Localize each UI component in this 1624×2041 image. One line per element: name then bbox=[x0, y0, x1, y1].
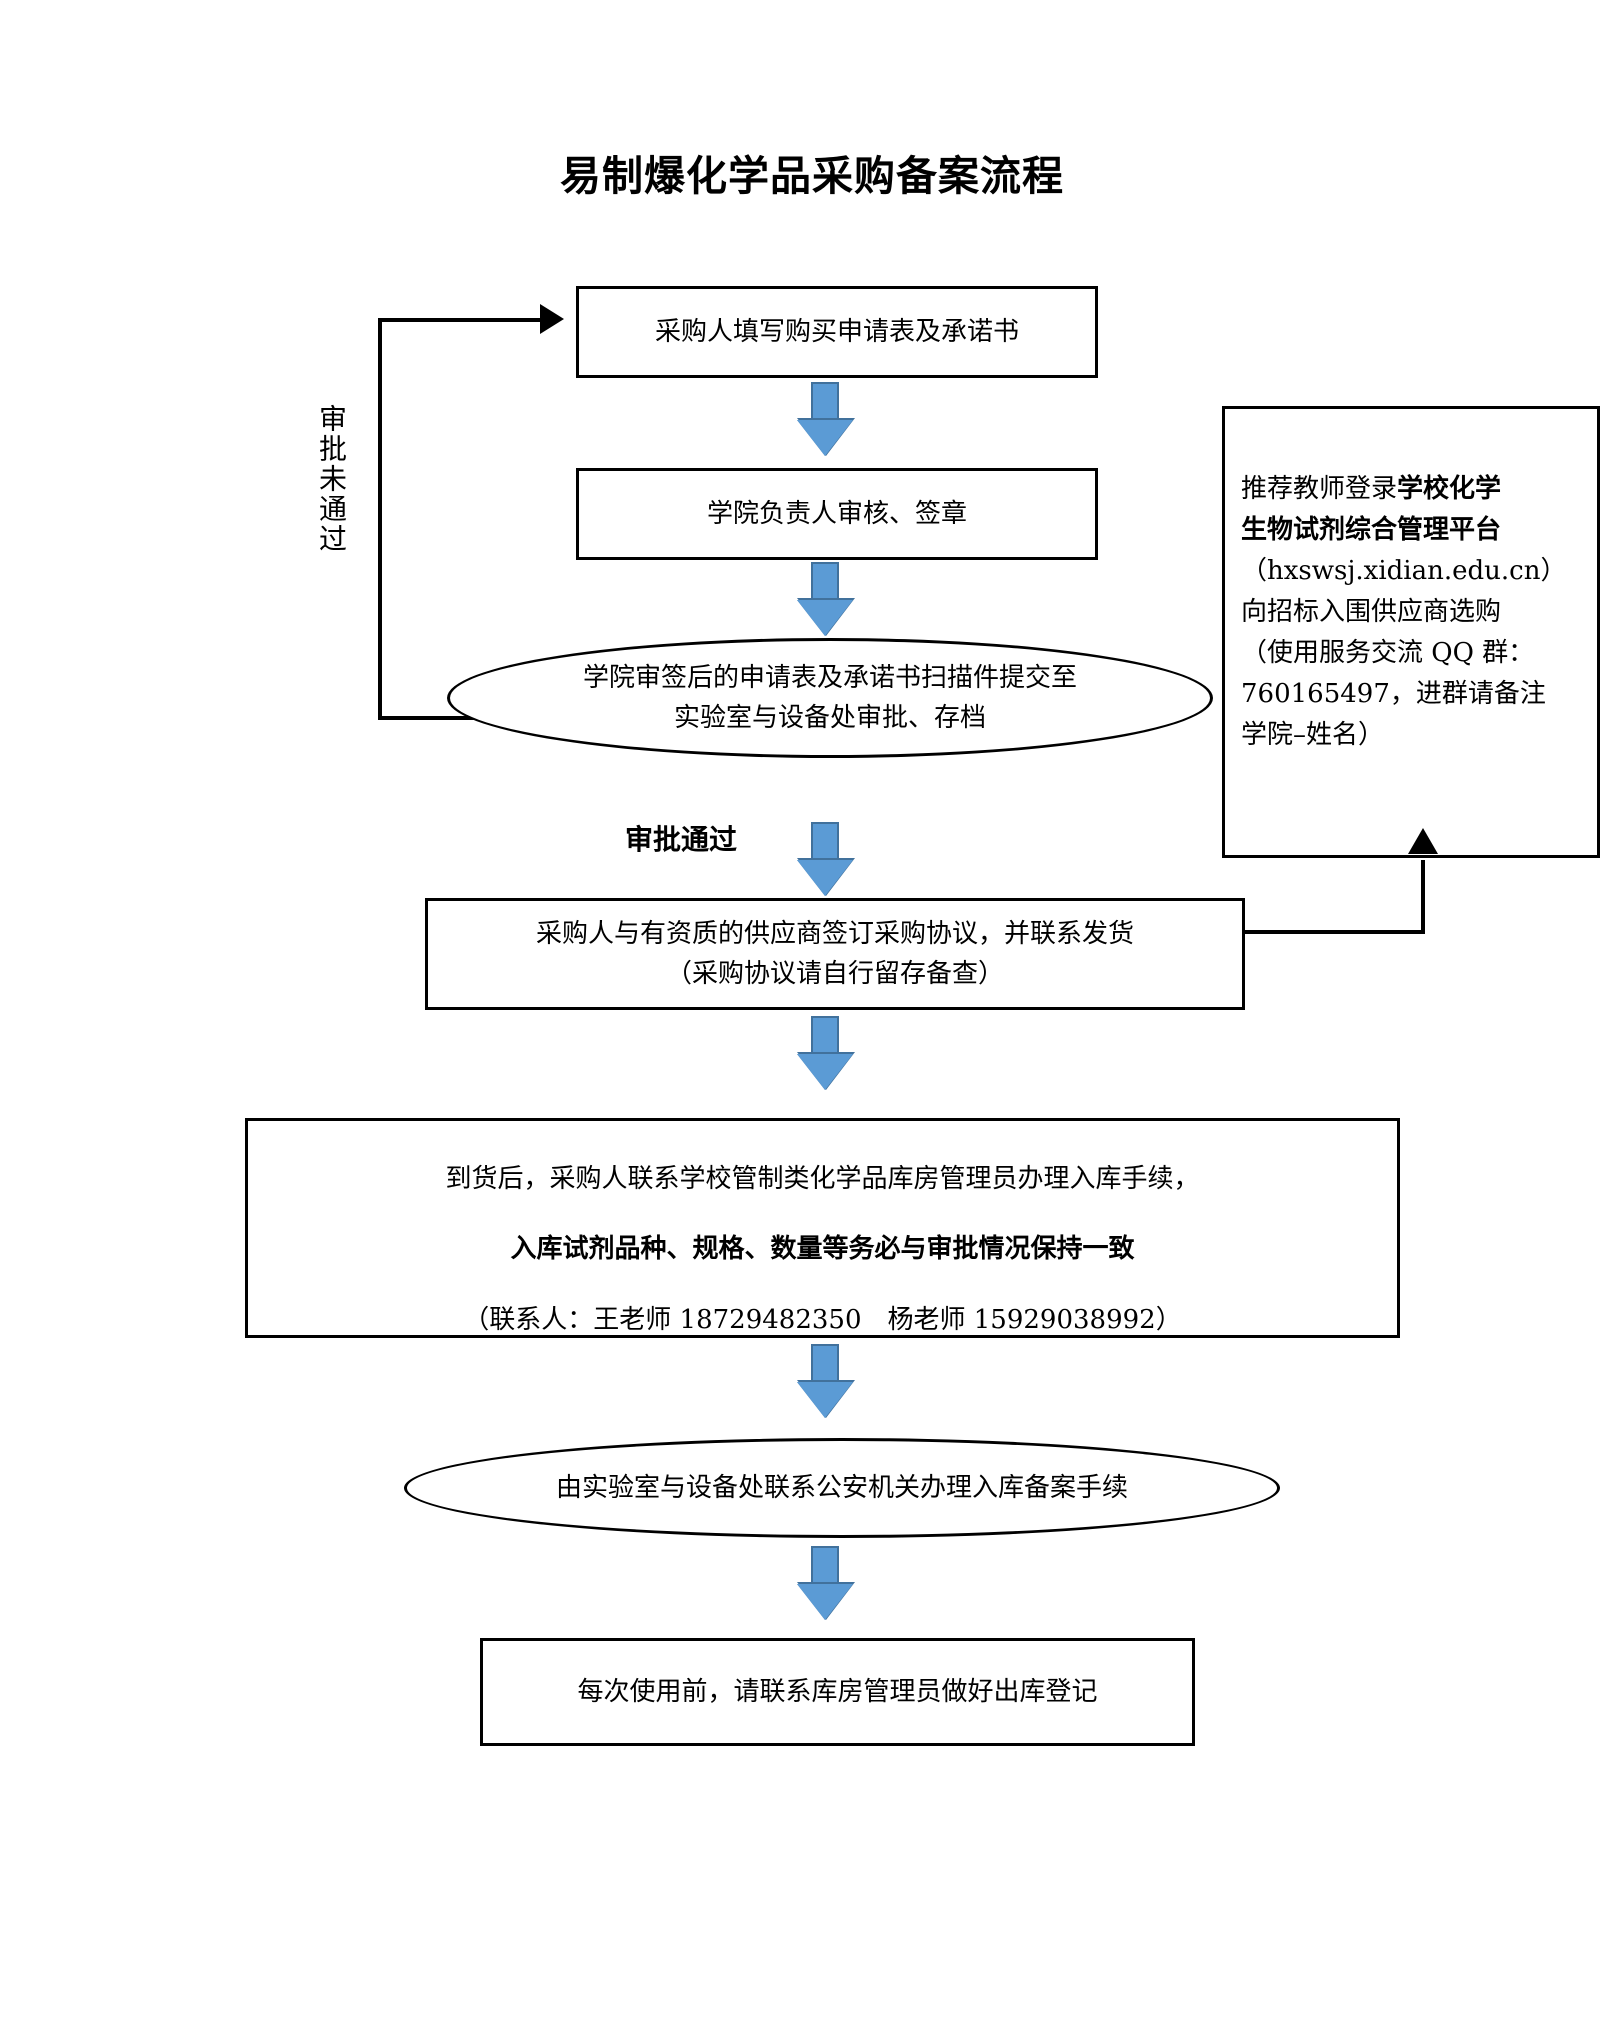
node-stock-contacts: （联系人：王老师 18729482350 杨老师 15929038992） bbox=[463, 1304, 1182, 1335]
node-submit-line-1: 学院审签后的申请表及承诺书扫描件提交至 bbox=[582, 662, 1077, 693]
platform-connector-vertical-line bbox=[1421, 860, 1425, 934]
node-submit-line-2: 实验室与设备处审批、存档 bbox=[673, 703, 986, 733]
reject-loop-vertical-line bbox=[378, 318, 382, 720]
platform-connector-arrowhead-icon bbox=[1408, 828, 1438, 854]
page-title: 易制爆化学品采购备案流程 bbox=[560, 152, 1064, 200]
arrow-down-icon bbox=[797, 1344, 855, 1418]
node-college-review[interactable]: 学院负责人审核、签章 bbox=[576, 468, 1098, 560]
node-police-filing[interactable]: 由实验室与设备处联系公安机关办理入库备案手续 bbox=[404, 1438, 1280, 1538]
reject-loop-bottom-line bbox=[378, 716, 488, 720]
node-police-filing-label: 由实验室与设备处联系公安机关办理入库备案手续 bbox=[555, 1472, 1128, 1503]
node-submit-to-lab-office[interactable]: 学院审签后的申请表及承诺书扫描件提交至 实验室与设备处审批、存档 bbox=[447, 638, 1213, 758]
platform-url: （hxswsj.xidian.edu.cn） bbox=[1241, 556, 1567, 587]
arrow-down-icon bbox=[797, 822, 855, 896]
platform-line-1: 推荐教师登录学校化学 bbox=[1241, 469, 1583, 510]
platform-line-1-plain: 推荐教师登录 bbox=[1241, 474, 1398, 504]
arrow-head bbox=[797, 1584, 853, 1620]
node-stock-line-2: 入库试剂品种、规格、数量等务必与审批情况保持一致 bbox=[510, 1234, 1135, 1265]
arrow-head bbox=[797, 860, 853, 896]
arrow-shaft bbox=[811, 1546, 839, 1586]
node-contract-line-2: （采购协议请自行留存备查） bbox=[665, 959, 1004, 989]
reject-label: 审批未通过 bbox=[315, 404, 348, 554]
pass-label: 审批通过 bbox=[625, 823, 738, 856]
platform-line-7: 学院–姓名） bbox=[1241, 720, 1385, 751]
platform-line-2: 生物试剂综合管理平台 bbox=[1241, 515, 1502, 546]
arrow-head bbox=[797, 420, 853, 456]
arrow-shaft bbox=[811, 1344, 839, 1384]
node-sign-purchase-agreement[interactable]: 采购人与有资质的供应商签订采购协议，并联系发货 （采购协议请自行留存备查） bbox=[425, 898, 1245, 1010]
node-warehouse-stock-in[interactable]: 到货后，采购人联系学校管制类化学品库房管理员办理入库手续， 入库试剂品种、规格、… bbox=[245, 1118, 1400, 1338]
arrow-down-icon bbox=[797, 1016, 855, 1090]
arrow-shaft bbox=[811, 382, 839, 422]
node-college-review-label: 学院负责人审核、签章 bbox=[706, 498, 967, 529]
arrow-down-icon bbox=[797, 382, 855, 456]
platform-line-1-bold: 学校化学 bbox=[1397, 474, 1502, 504]
note-purchasing-platform: 推荐教师登录学校化学 生物试剂综合管理平台 （hxswsj.xidian.edu… bbox=[1222, 406, 1600, 858]
node-checkout-registration[interactable]: 每次使用前，请联系库房管理员做好出库登记 bbox=[480, 1638, 1195, 1746]
node-apply-form[interactable]: 采购人填写购买申请表及承诺书 bbox=[576, 286, 1098, 378]
reject-loop-arrowhead-icon bbox=[540, 304, 564, 334]
platform-line-4: 向招标入围供应商选购 bbox=[1241, 597, 1502, 628]
arrow-head bbox=[797, 1382, 853, 1418]
arrow-shaft bbox=[811, 562, 839, 602]
node-stock-line-1: 到货后，采购人联系学校管制类化学品库房管理员办理入库手续， bbox=[445, 1164, 1200, 1194]
node-checkout-registration-label: 每次使用前，请联系库房管理员做好出库登记 bbox=[577, 1676, 1098, 1707]
arrow-shaft bbox=[811, 1016, 839, 1056]
reject-loop-top-line bbox=[378, 318, 548, 322]
platform-qq-group: 760165497，进群请备注 bbox=[1241, 679, 1546, 710]
arrow-head bbox=[797, 1054, 853, 1090]
arrow-head bbox=[797, 600, 853, 636]
arrow-down-icon bbox=[797, 562, 855, 636]
platform-connector-horizontal-line bbox=[1245, 930, 1425, 934]
platform-line-5: （使用服务交流 QQ 群： bbox=[1241, 638, 1535, 669]
node-apply-form-label: 采购人填写购买申请表及承诺书 bbox=[654, 316, 1019, 347]
arrow-shaft bbox=[811, 822, 839, 862]
node-contract-line-1: 采购人与有资质的供应商签订采购协议，并联系发货 bbox=[535, 918, 1134, 949]
arrow-down-icon bbox=[797, 1546, 855, 1620]
